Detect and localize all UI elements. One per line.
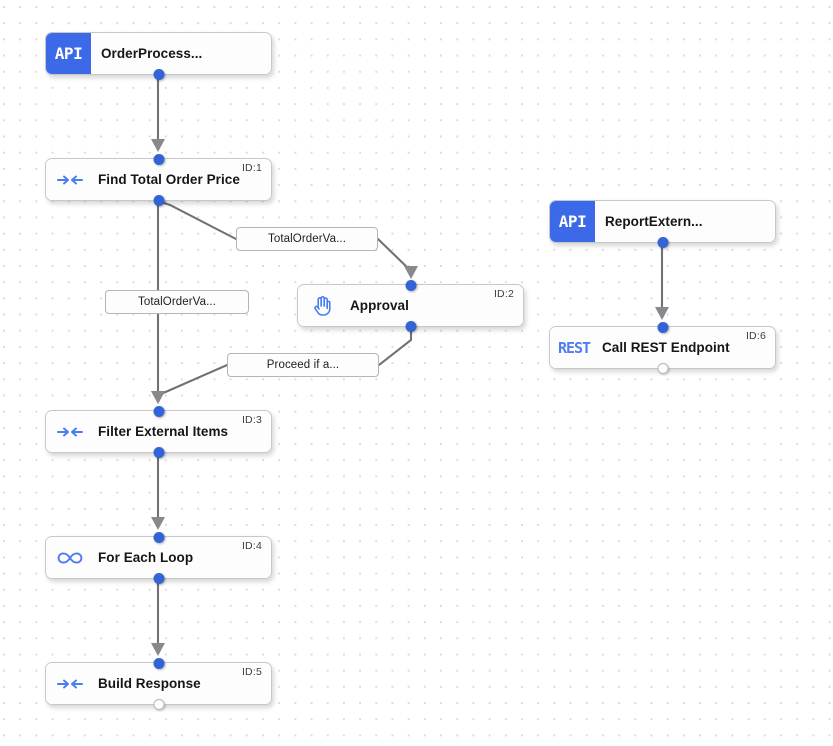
- node-build-response[interactable]: Build Response ID:5: [45, 657, 272, 710]
- port-output[interactable]: [657, 236, 668, 248]
- node-title: Filter External Items: [98, 424, 229, 439]
- merge-arrows-icon: [46, 411, 94, 452]
- node-id-tag: ID:6: [745, 330, 766, 342]
- port-output[interactable]: [405, 320, 416, 332]
- port-output[interactable]: [153, 698, 164, 710]
- port-input[interactable]: [153, 657, 164, 669]
- edge-order-process-to-find-total: [151, 75, 165, 152]
- port-output[interactable]: [153, 572, 164, 584]
- node-title: Find Total Order Price: [98, 172, 240, 187]
- node-call-rest-endpoint[interactable]: REST Call REST Endpoint ID:6: [549, 321, 776, 374]
- node-title: ReportExtern...: [605, 214, 703, 229]
- node-title: OrderProcess...: [101, 46, 203, 61]
- port-input[interactable]: [657, 321, 668, 333]
- port-output[interactable]: [153, 446, 164, 458]
- api-badge-icon: API: [46, 33, 91, 74]
- node-order-process[interactable]: API OrderProcess...: [45, 32, 272, 80]
- node-approval[interactable]: Approval ID:2: [297, 279, 524, 332]
- node-title: Approval: [350, 298, 409, 313]
- merge-arrows-icon: [46, 663, 94, 704]
- node-report-extern[interactable]: API ReportExtern...: [549, 200, 776, 248]
- hand-icon: [298, 285, 346, 326]
- node-title: Build Response: [98, 676, 201, 691]
- node-id-tag: ID:3: [241, 414, 262, 426]
- node-id-tag: ID:5: [241, 666, 262, 678]
- port-input[interactable]: [405, 279, 416, 291]
- port-output[interactable]: [153, 194, 164, 206]
- api-badge-icon: API: [550, 201, 595, 242]
- node-find-total-order-price[interactable]: Find Total Order Price ID:1: [45, 153, 272, 206]
- merge-arrows-icon: [46, 159, 94, 200]
- node-id-tag: ID:2: [493, 288, 514, 300]
- node-for-each-loop[interactable]: For Each Loop ID:4: [45, 531, 272, 584]
- edge-label-total-order-value-lower[interactable]: TotalOrderVa...: [105, 290, 249, 314]
- edge-filter-to-for-each: [151, 453, 165, 530]
- edge-label-proceed-if[interactable]: Proceed if a...: [227, 353, 379, 377]
- port-output[interactable]: [657, 362, 668, 374]
- port-input[interactable]: [153, 405, 164, 417]
- edge-label-total-order-value-upper[interactable]: TotalOrderVa...: [236, 227, 378, 251]
- rest-badge-icon: REST: [550, 327, 598, 368]
- edge-for-each-to-build-response: [151, 579, 165, 656]
- node-title: For Each Loop: [98, 550, 194, 565]
- infinity-icon: [46, 537, 94, 578]
- port-output[interactable]: [153, 68, 164, 80]
- node-title: Call REST Endpoint: [602, 340, 730, 355]
- port-input[interactable]: [153, 531, 164, 543]
- node-id-tag: ID:4: [241, 540, 262, 552]
- node-filter-external-items[interactable]: Filter External Items ID:3: [45, 405, 272, 458]
- edge-report-extern-to-call-rest: [655, 243, 669, 320]
- node-id-tag: ID:1: [241, 162, 262, 174]
- port-input[interactable]: [153, 153, 164, 165]
